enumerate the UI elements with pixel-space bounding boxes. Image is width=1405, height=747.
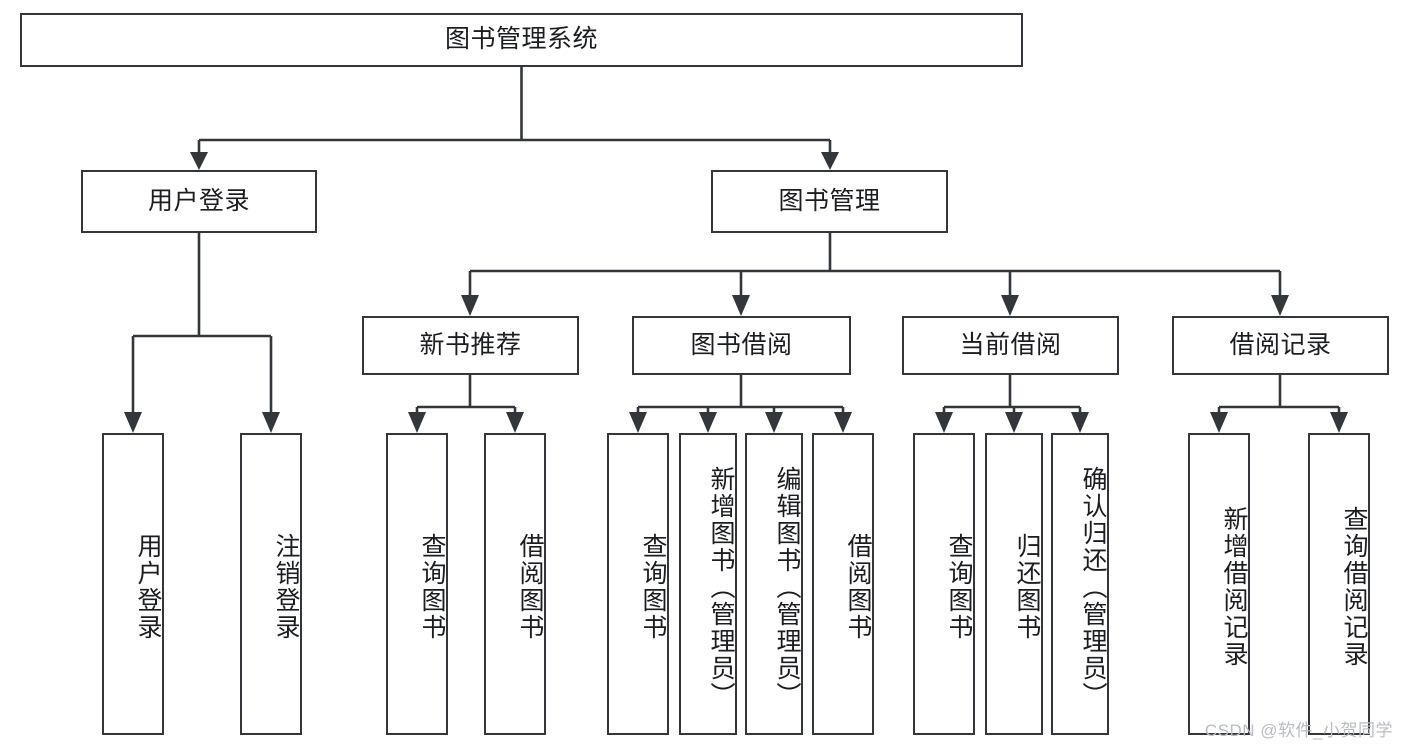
leaf-query-book-borrow[interactable]: 查询图书 [607, 433, 669, 735]
arrowhead-borrow [732, 295, 750, 316]
leaf-borrow-book-newbook[interactable]: 借阅图书 [484, 433, 546, 735]
node-label: 确认归还（管理员） [1079, 465, 1107, 709]
node-label: 查询图书 [945, 533, 973, 641]
leaf-query-book-current[interactable]: 查询图书 [913, 433, 975, 735]
leaf-borrow-book[interactable]: 借阅图书 [812, 433, 874, 735]
arrowhead-book-manage [821, 152, 839, 170]
node-user-login[interactable]: 用户登录 [81, 170, 317, 233]
node-root-system[interactable]: 图书管理系统 [20, 13, 1023, 67]
arrowhead-leaf-7 [765, 412, 783, 433]
node-label: 用户登录 [134, 533, 162, 641]
node-label: 编辑图书（管理员） [773, 465, 801, 709]
node-borrow-record[interactable]: 借阅记录 [1172, 316, 1389, 375]
node-label: 新书推荐 [419, 330, 522, 359]
node-label: 当前借阅 [959, 330, 1062, 359]
arrowhead-newbook [461, 295, 479, 316]
arrowhead-leaf-4 [506, 412, 524, 433]
leaf-edit-book-admin[interactable]: 编辑图书（管理员） [745, 433, 803, 735]
arrowhead-leaf-1 [124, 412, 142, 433]
leaf-user-login[interactable]: 用户登录 [102, 433, 164, 735]
node-label: 图书管理 [778, 186, 881, 215]
leaf-return-book[interactable]: 归还图书 [985, 433, 1043, 735]
node-label: 查询图书 [418, 533, 446, 641]
arrowhead-leaf-12 [1210, 412, 1228, 433]
arrowhead-user-login [190, 152, 208, 170]
arrowhead-leaf-3 [408, 412, 426, 433]
node-label: 用户登录 [147, 186, 250, 215]
node-label: 新增图书（管理员） [707, 465, 735, 709]
node-label: 注销登录 [272, 533, 300, 641]
node-new-book-recommend[interactable]: 新书推荐 [362, 316, 579, 375]
arrowhead-leaf-5 [629, 412, 647, 433]
arrowhead-leaf-11 [1071, 412, 1089, 433]
arrowhead-leaf-13 [1330, 412, 1348, 433]
node-label: 图书借阅 [690, 330, 793, 359]
node-label: 借阅记录 [1229, 330, 1332, 359]
node-label: 查询借阅记录 [1340, 506, 1368, 668]
node-book-management[interactable]: 图书管理 [711, 170, 948, 233]
node-book-borrow[interactable]: 图书借阅 [632, 316, 851, 375]
leaf-add-book-admin[interactable]: 新增图书（管理员） [679, 433, 737, 735]
leaf-add-borrow-record[interactable]: 新增借阅记录 [1188, 433, 1250, 735]
node-current-borrow[interactable]: 当前借阅 [902, 316, 1119, 375]
node-label: 新增借阅记录 [1220, 506, 1248, 668]
arrowhead-leaf-8 [834, 412, 852, 433]
node-label: 借阅图书 [516, 533, 544, 641]
arrowhead-current [1001, 295, 1019, 316]
leaf-query-book-newbook[interactable]: 查询图书 [386, 433, 448, 735]
arrowhead-leaf-10 [1005, 412, 1023, 433]
arrowhead-leaf-2 [262, 412, 280, 433]
arrowhead-leaf-6 [699, 412, 717, 433]
node-label: 查询图书 [639, 533, 667, 641]
leaf-query-borrow-record[interactable]: 查询借阅记录 [1308, 433, 1370, 735]
leaf-confirm-return-admin[interactable]: 确认归还（管理员） [1051, 433, 1109, 735]
leaf-logout[interactable]: 注销登录 [240, 433, 302, 735]
node-label: 归还图书 [1013, 533, 1041, 641]
watermark-text: CSDN @软件_小贺同学 [1204, 721, 1393, 740]
arrowhead-leaf-9 [935, 412, 953, 433]
node-label: 图书管理系统 [444, 25, 598, 54]
arrowhead-record [1271, 295, 1289, 316]
node-label: 借阅图书 [844, 533, 872, 641]
